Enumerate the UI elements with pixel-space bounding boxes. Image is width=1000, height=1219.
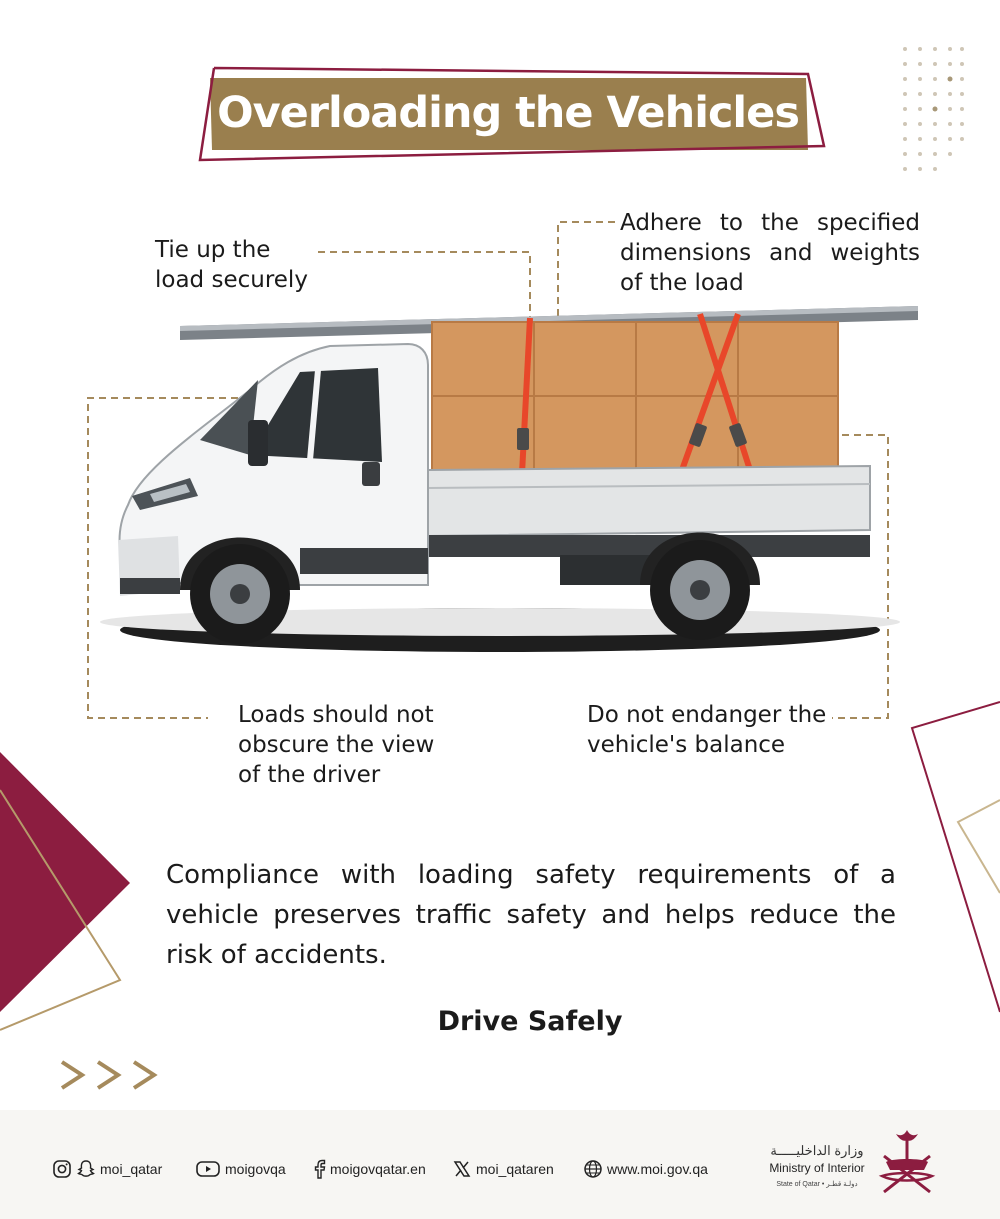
title-banner: Overloading the Vehicles: [196, 66, 826, 162]
front-wheel: [180, 537, 300, 644]
callout-line: Do not endanger the: [587, 702, 827, 728]
callout-balance: Do not endanger the vehicle's balance: [587, 700, 847, 760]
chevron-arrows-icon: [60, 1060, 158, 1090]
callout-adhere: Adhere to the specified dimensions and w…: [620, 208, 920, 298]
snapchat-icon: [77, 1160, 95, 1177]
callout-line: obscure the view: [238, 732, 435, 758]
callout-line: of the driver: [238, 762, 381, 788]
social-handle: moigovqa: [225, 1161, 286, 1177]
social-handle: moigovqatar.en: [330, 1161, 426, 1177]
line-tie-up: [318, 251, 531, 322]
rear-wheel: [640, 532, 760, 640]
globe-icon: [584, 1160, 602, 1178]
ministry-name-arabic: وزارة الداخليـــــة: [770, 1143, 864, 1158]
website-link[interactable]: www.moi.gov.qa: [583, 1157, 708, 1181]
callout-line: Tie up the: [155, 237, 271, 263]
line-obscure: [87, 397, 250, 719]
page-title: Overloading the Vehicles: [217, 88, 800, 138]
callout-tie-up: Tie up the load securely: [155, 235, 355, 295]
social-link-youtube[interactable]: moigovqa: [195, 1157, 286, 1181]
social-link-instagram-snapchat[interactable]: moi_qatar: [52, 1157, 162, 1181]
truck-cab: [118, 342, 429, 596]
facebook-icon: [314, 1159, 326, 1179]
website-url: www.moi.gov.qa: [607, 1161, 708, 1177]
maroon-triangle-left: [0, 752, 130, 1012]
youtube-icon: [196, 1161, 220, 1177]
maroon-outline-right: [910, 701, 1000, 1013]
footer-bar: [0, 1110, 1000, 1219]
callout-line: dimensions and weights: [620, 240, 920, 266]
x-icon: [453, 1161, 471, 1177]
safety-message: Compliance with loading safety requireme…: [166, 860, 896, 970]
instagram-icon: [53, 1160, 71, 1178]
line-adhere: [557, 221, 615, 318]
ministry-subtitle: State of Qatar • دولـة قطـر: [776, 1181, 858, 1188]
social-handle: moi_qataren: [476, 1161, 554, 1177]
social-handle: moi_qatar: [100, 1161, 163, 1177]
cargo-boxes: [431, 321, 839, 473]
callout-line: Adhere to the specified: [620, 210, 920, 236]
callout-line: load securely: [155, 267, 308, 293]
callout-line: of the load: [620, 270, 744, 296]
ratchet-buckles: [517, 423, 747, 450]
dot-pattern: [903, 47, 964, 171]
social-link-facebook[interactable]: moigovqatar.en: [312, 1157, 426, 1181]
qatar-emblem-icon: [878, 1130, 936, 1194]
slogan: Drive Safely: [437, 1006, 623, 1037]
title-frame: [198, 66, 826, 162]
gold-outline-right: [956, 799, 1000, 894]
social-link-x[interactable]: moi_qataren: [452, 1157, 554, 1181]
callout-line: vehicle's balance: [587, 732, 786, 758]
flatbed: [425, 464, 871, 585]
callout-obscure-view: Loads should not obscure the view of the…: [238, 700, 468, 790]
ministry-name-english: Ministry of Interior: [769, 1161, 865, 1175]
gold-line-left: [0, 789, 122, 1031]
callout-line: Loads should not: [238, 702, 434, 728]
